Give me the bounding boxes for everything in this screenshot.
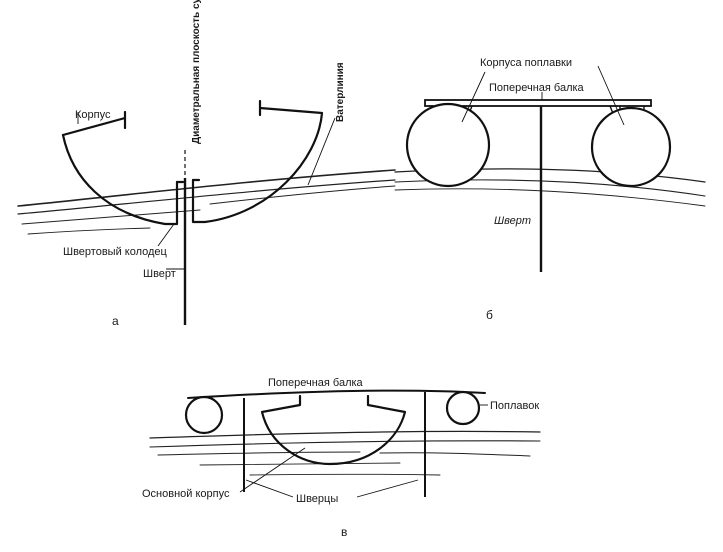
- label-crossbeam: Поперечная балка: [268, 377, 364, 389]
- panel-tag-c: в: [341, 525, 347, 539]
- label-main-hull: Основной корпус: [142, 488, 230, 500]
- leader-centerboard-right: [356, 479, 419, 498]
- label-centerboard: Шверт: [494, 215, 531, 227]
- panel-a: Корпус Диаметральная плоскость судна Ват…: [17, 0, 396, 328]
- panel-b: Корпуса поплавки Поперечная балка Шверт …: [394, 57, 706, 322]
- main-hull: [260, 394, 407, 466]
- panel-c: Поперечная балка Поплавок Основной корпу…: [142, 377, 541, 539]
- hull-deck-left: [61, 110, 127, 137]
- label-float: Поплавок: [490, 400, 539, 412]
- panel-tag-b: б: [486, 308, 493, 322]
- hull-right-half: [191, 99, 324, 224]
- water-surface: [17, 169, 396, 235]
- leader-well: [157, 223, 175, 247]
- water-surface: [149, 430, 541, 476]
- float-left: [184, 395, 224, 435]
- label-centerboards: Шверцы: [296, 493, 338, 505]
- leader-main-hull: [239, 447, 306, 493]
- leader-waterline: [307, 117, 336, 186]
- leader-float-right: [597, 65, 625, 126]
- label-crossbeam: Поперечная балка: [489, 82, 585, 94]
- leader-float-left: [461, 71, 486, 123]
- float-hull-right: [590, 106, 672, 188]
- label-waterline: Ватерлиния: [335, 62, 346, 122]
- centerboard-well: [175, 178, 201, 184]
- label-float-hulls: Корпуса поплавки: [480, 57, 572, 69]
- leader-centerboard-left: [245, 479, 294, 498]
- label-centerplane: Диаметральная плоскость судна: [191, 0, 202, 144]
- float-right: [445, 390, 481, 426]
- panel-tag-a: а: [112, 314, 119, 328]
- hull-left-half: [61, 133, 179, 226]
- label-well: Швертовый колодец: [63, 246, 168, 258]
- crossbeam: [187, 389, 486, 399]
- float-hull-left: [405, 102, 491, 188]
- label-hull: Корпус: [75, 109, 111, 121]
- crossbeam: [424, 99, 652, 107]
- label-centerboard: Шверт: [143, 268, 176, 280]
